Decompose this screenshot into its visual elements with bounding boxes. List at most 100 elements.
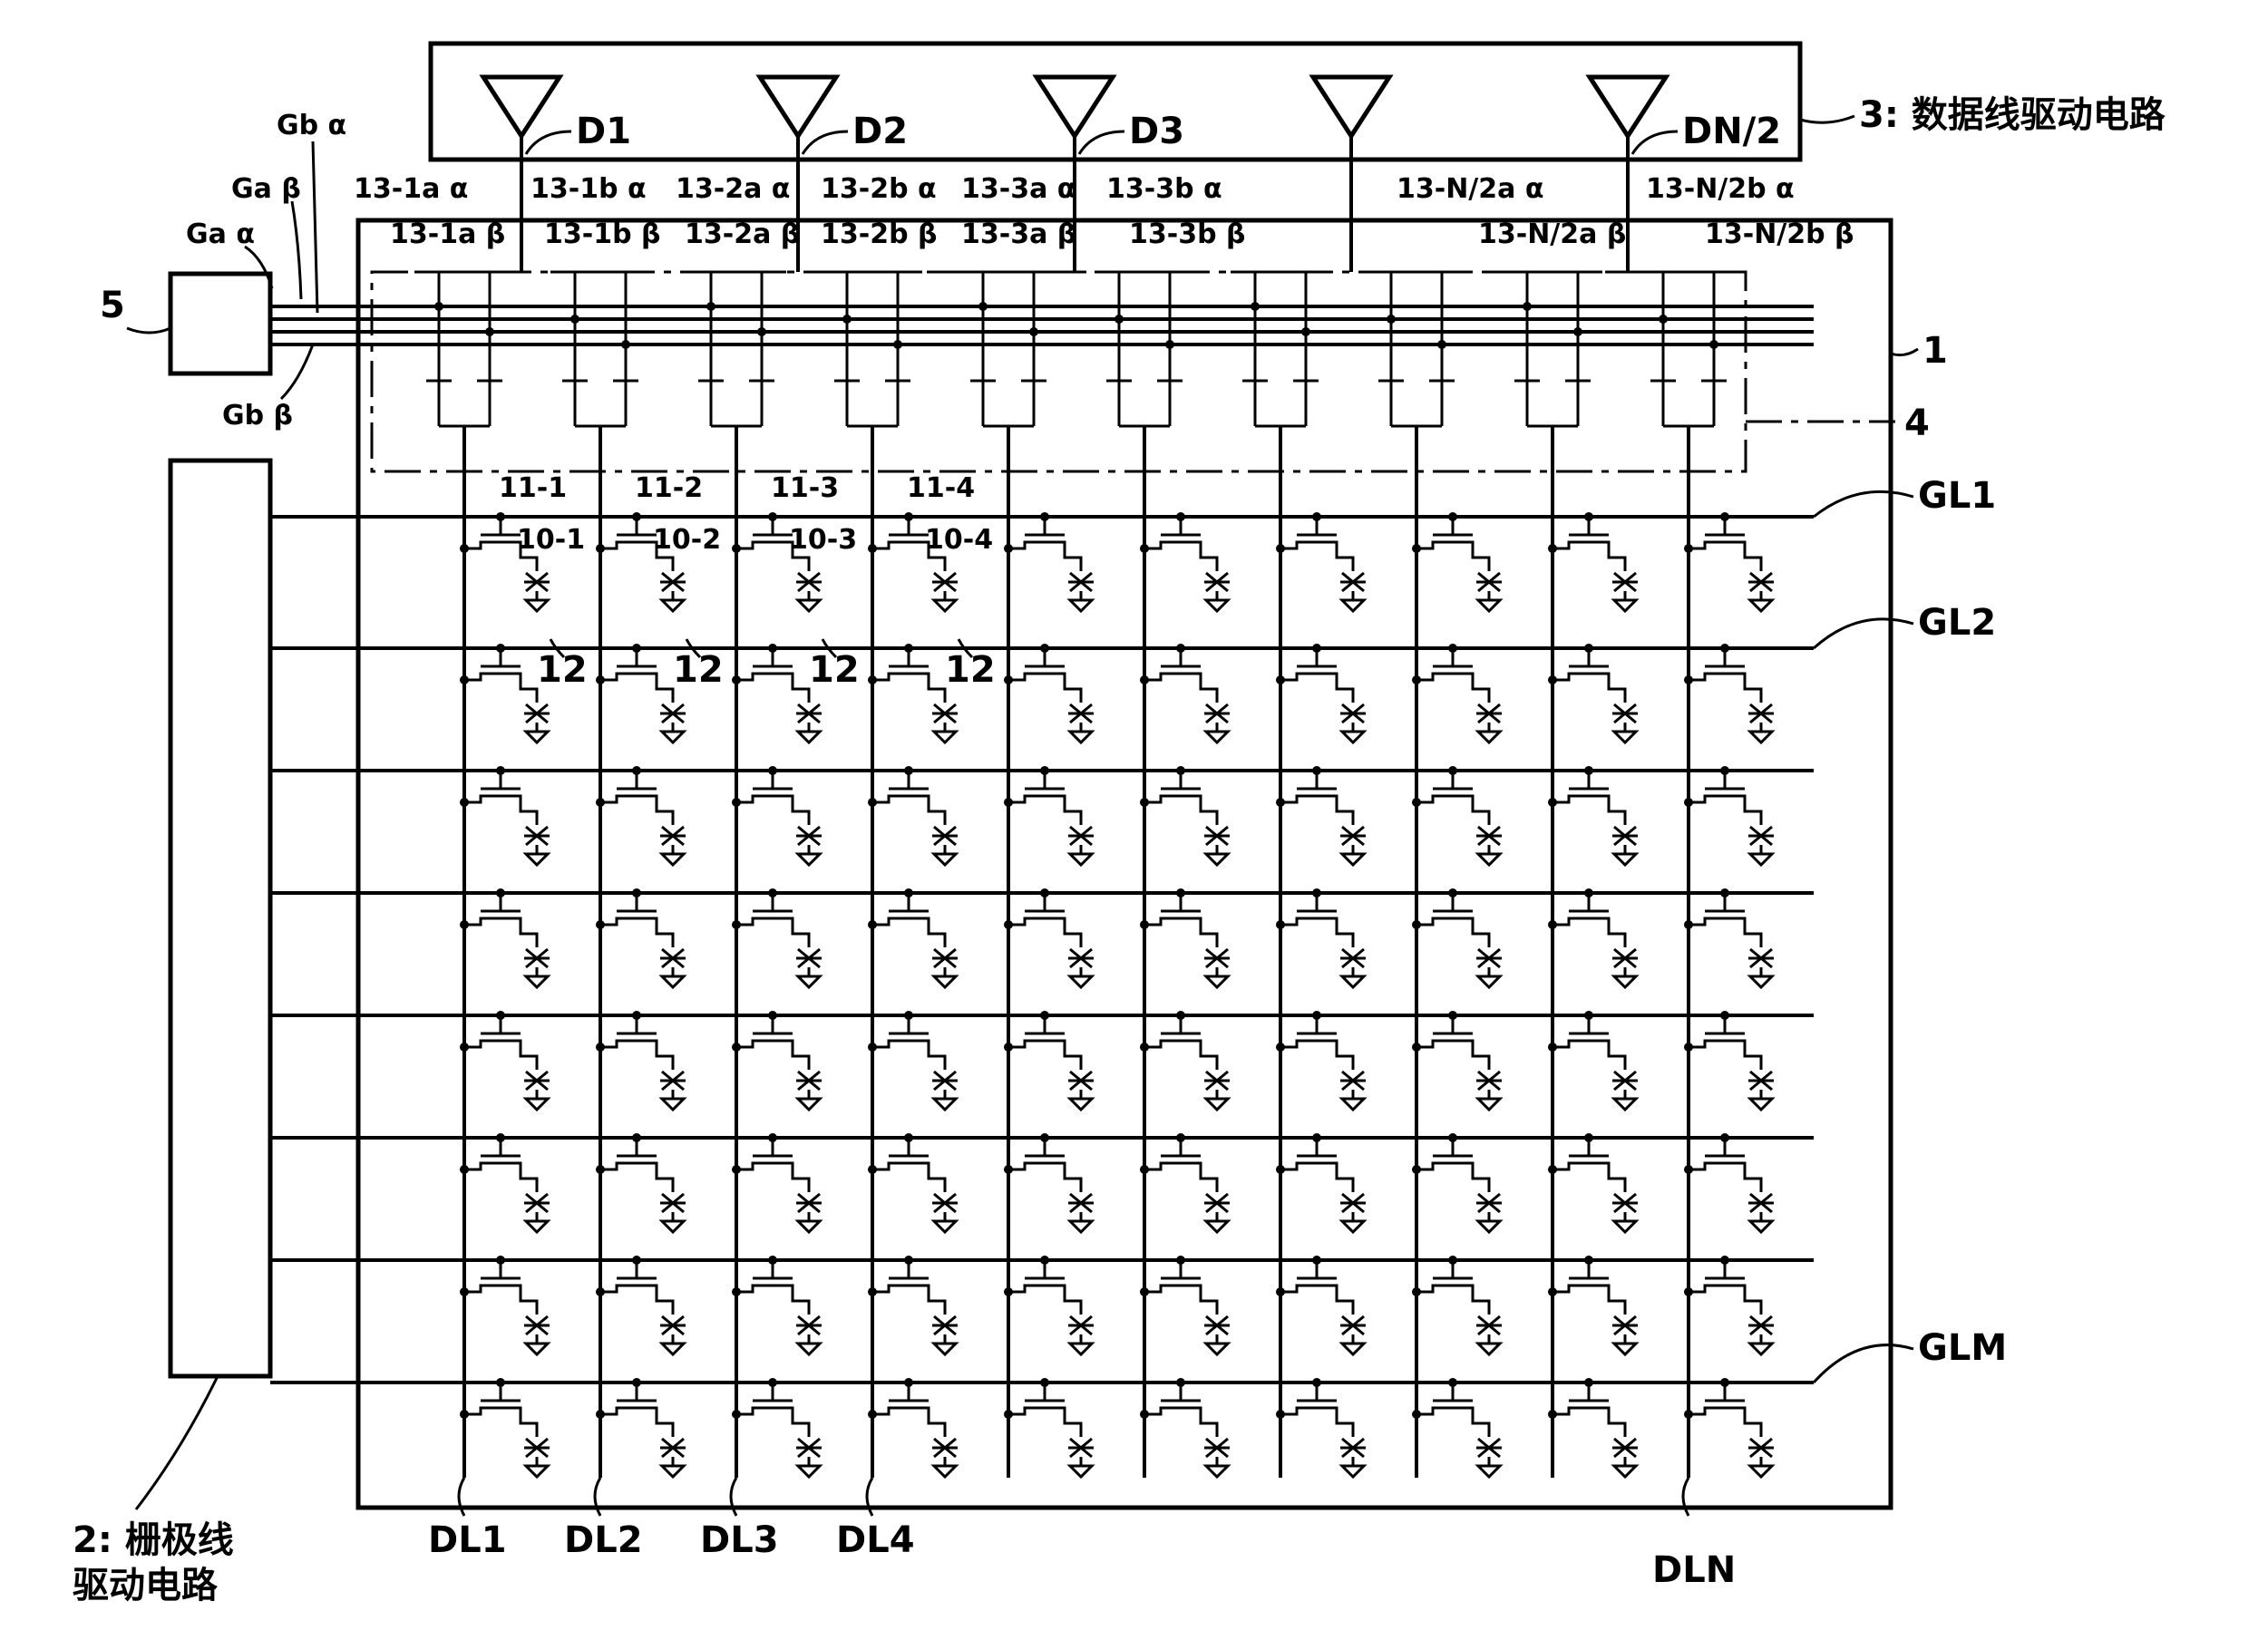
common-electrode-icon [1202,730,1231,745]
data-tap-dot [1412,920,1421,929]
common-electrode-icon [794,1219,823,1235]
gate-line-leader [1812,1344,1914,1384]
data-tap-dot [1684,675,1693,684]
data-tap-dot [596,1410,605,1419]
tft-channel [736,672,811,703]
data-tap-dot [596,798,605,807]
bus-junction-dot [434,302,443,311]
data-tap-dot [1412,1043,1421,1052]
tft-channel [1280,1039,1355,1070]
common-electrode-icon [1475,730,1504,745]
common-electrode-icon [1475,1464,1504,1480]
data-tap-dot [1004,798,1013,807]
tft-channel [1280,672,1355,703]
common-electrode-icon [1066,975,1095,990]
tft-channel [600,1406,675,1437]
tft-channel [1144,917,1219,947]
data-tap-dot [1276,1165,1285,1174]
common-electrode-icon [658,1097,687,1112]
common-electrode-icon [522,730,551,745]
data-tap-dot [1140,920,1149,929]
data-tap-dot [1276,798,1285,807]
common-leader [685,638,702,659]
gb-beta-leader [279,344,315,401]
common-electrode-icon [930,1219,959,1235]
tft-channel [736,917,811,947]
switch-block-outline [370,270,1747,473]
common-electrode-icon [930,975,959,990]
common-electrode-icon [658,1342,687,1357]
bus-junction-dot [893,340,902,349]
tft-channel [1144,1406,1219,1437]
element-label: 10-2 [653,524,721,556]
common-leader [821,638,838,659]
tft-channel [1689,1161,1763,1192]
tft-channel [1689,672,1763,703]
bus-junction-dot [1115,315,1124,324]
data-tap-dot [460,675,469,684]
data-tap-dot [596,920,605,929]
common-electrode-icon [522,1464,551,1480]
tft-channel [872,540,947,571]
tft-channel [1280,917,1355,947]
data-tap-dot [868,675,877,684]
common-electrode-icon [1338,852,1368,868]
tft-channel [464,1039,539,1070]
controller-leader [126,326,171,335]
data-tap-dot [1004,1165,1013,1174]
data-tap-dot [1548,675,1557,684]
data-tap-dot [868,1043,877,1052]
pixel-array [270,471,1814,1480]
switch-beta-label: 13-2b β [821,218,937,250]
tft-channel [600,1039,675,1070]
bus-junction-dot [1573,327,1582,336]
common-electrode-icon [658,1464,687,1480]
common-electrode-icon [1066,1342,1095,1357]
common-electrode-icon [1066,1464,1095,1480]
tft-channel [1416,540,1491,571]
data-tap-dot [732,1287,741,1296]
switch-alpha-label: 13-1b α [530,173,647,205]
common-electrode-icon [1747,598,1776,614]
common-electrode-icon [1747,975,1776,990]
gate-line-driver-box [168,458,273,1379]
data-tap-dot [732,920,741,929]
bus-junction-dot [485,327,494,336]
tft-channel [600,540,675,571]
switch-alpha-label: 13-3a α [961,173,1076,205]
driver-output-leader [524,130,572,155]
bus-junction-dot [1165,340,1174,349]
data-tap-dot [460,1287,469,1296]
switch-alpha-label: 13-3b α [1106,173,1222,205]
tft-channel [1553,917,1627,947]
data-tap-dot [1684,544,1693,553]
data-tap-dot [868,920,877,929]
common-electrode-icon [522,852,551,868]
data-tap-dot [732,1165,741,1174]
common-electrode-icon [794,598,823,614]
bus-junction-dot [978,302,988,311]
switch-alpha-label: 13-N/2a α [1397,173,1543,205]
data-tap-dot [596,1043,605,1052]
switch-alpha-label: 13-1a α [354,173,468,205]
common-electrode-icon [1611,1342,1640,1357]
tft-channel [1416,1406,1491,1437]
data-tap-dot [1548,1287,1557,1296]
common-electrode-icon [930,1097,959,1112]
panel-ref: 1 [1922,330,1948,372]
data-tap-dot [460,1410,469,1419]
data-tap-dot [460,798,469,807]
bus-junction-dot [570,315,579,324]
tft-channel [1553,794,1627,825]
bus-junction-dot [757,327,766,336]
tft-channel [872,794,947,825]
common-electrode-icon [1611,1097,1640,1112]
data-tap-dot [1140,1287,1149,1296]
data-tap-dot [1004,1043,1013,1052]
switch-beta-label: 13-1b β [544,218,660,250]
control-line-ga-alpha: Ga α [186,218,255,250]
tft-channel [1008,672,1083,703]
tft-channel [1008,1161,1083,1192]
common-electrode-icon [930,1342,959,1357]
